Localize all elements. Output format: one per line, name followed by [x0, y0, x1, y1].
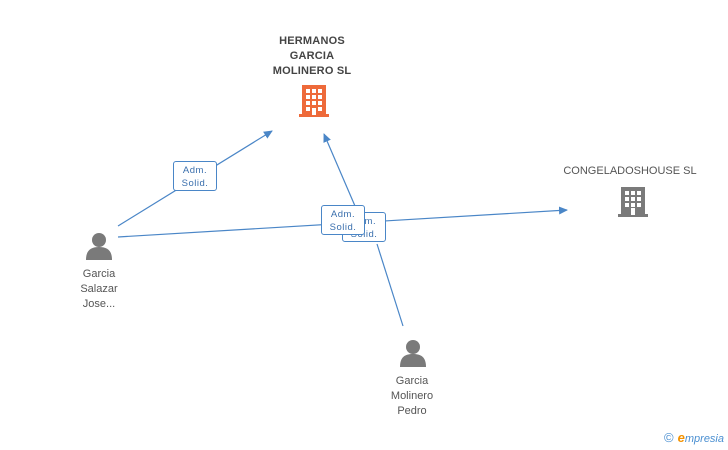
- person-label-line: Molinero: [390, 390, 434, 402]
- copyright-icon: ©: [664, 430, 674, 445]
- footer-brand: ©empresia: [664, 430, 724, 445]
- building-icon[interactable]: [299, 85, 329, 117]
- role-label-line: Solid.: [329, 222, 357, 233]
- brand-first-letter: e: [677, 430, 685, 445]
- brand-logo[interactable]: empresia: [677, 430, 724, 445]
- role-label-line: Adm.: [330, 209, 356, 220]
- brand-rest: mpresia: [684, 433, 724, 445]
- company-label-line: GARCIA: [289, 50, 335, 62]
- company-label-line: MOLINERO SL: [272, 65, 352, 77]
- edge-molinero-to-hermanos-lower: [376, 243, 404, 327]
- person-label-line: Salazar: [80, 283, 118, 295]
- edge-molinero-to-hermanos: [323, 133, 356, 207]
- person-label-line: Garcia: [82, 268, 116, 280]
- company-label-congelados[interactable]: CONGELADOSHOUSE SL: [560, 164, 700, 179]
- company-label-hermanos[interactable]: HERMANOS GARCIA MOLINERO SL: [252, 34, 372, 79]
- person-label-line: Jose...: [82, 298, 116, 310]
- person-label-line: Pedro: [397, 405, 427, 417]
- person-label-line: Garcia: [395, 375, 429, 387]
- person-label-salazar[interactable]: Garcia Salazar Jose...: [59, 267, 139, 312]
- building-icon[interactable]: [618, 187, 648, 217]
- role-label-line: Solid.: [181, 178, 209, 189]
- person-icon[interactable]: [400, 340, 426, 367]
- person-icon[interactable]: [86, 233, 112, 260]
- edge-role-badge[interactable]: Adm. Solid.: [173, 161, 217, 191]
- role-label-line: Solid.: [350, 229, 378, 240]
- person-label-molinero[interactable]: Garcia Molinero Pedro: [372, 374, 452, 419]
- company-label-line: HERMANOS: [279, 35, 345, 47]
- role-label-line: Adm.: [182, 165, 208, 176]
- edge-role-badge[interactable]: Adm. Solid.: [321, 205, 365, 235]
- company-label-line: CONGELADOSHOUSE SL: [563, 165, 697, 177]
